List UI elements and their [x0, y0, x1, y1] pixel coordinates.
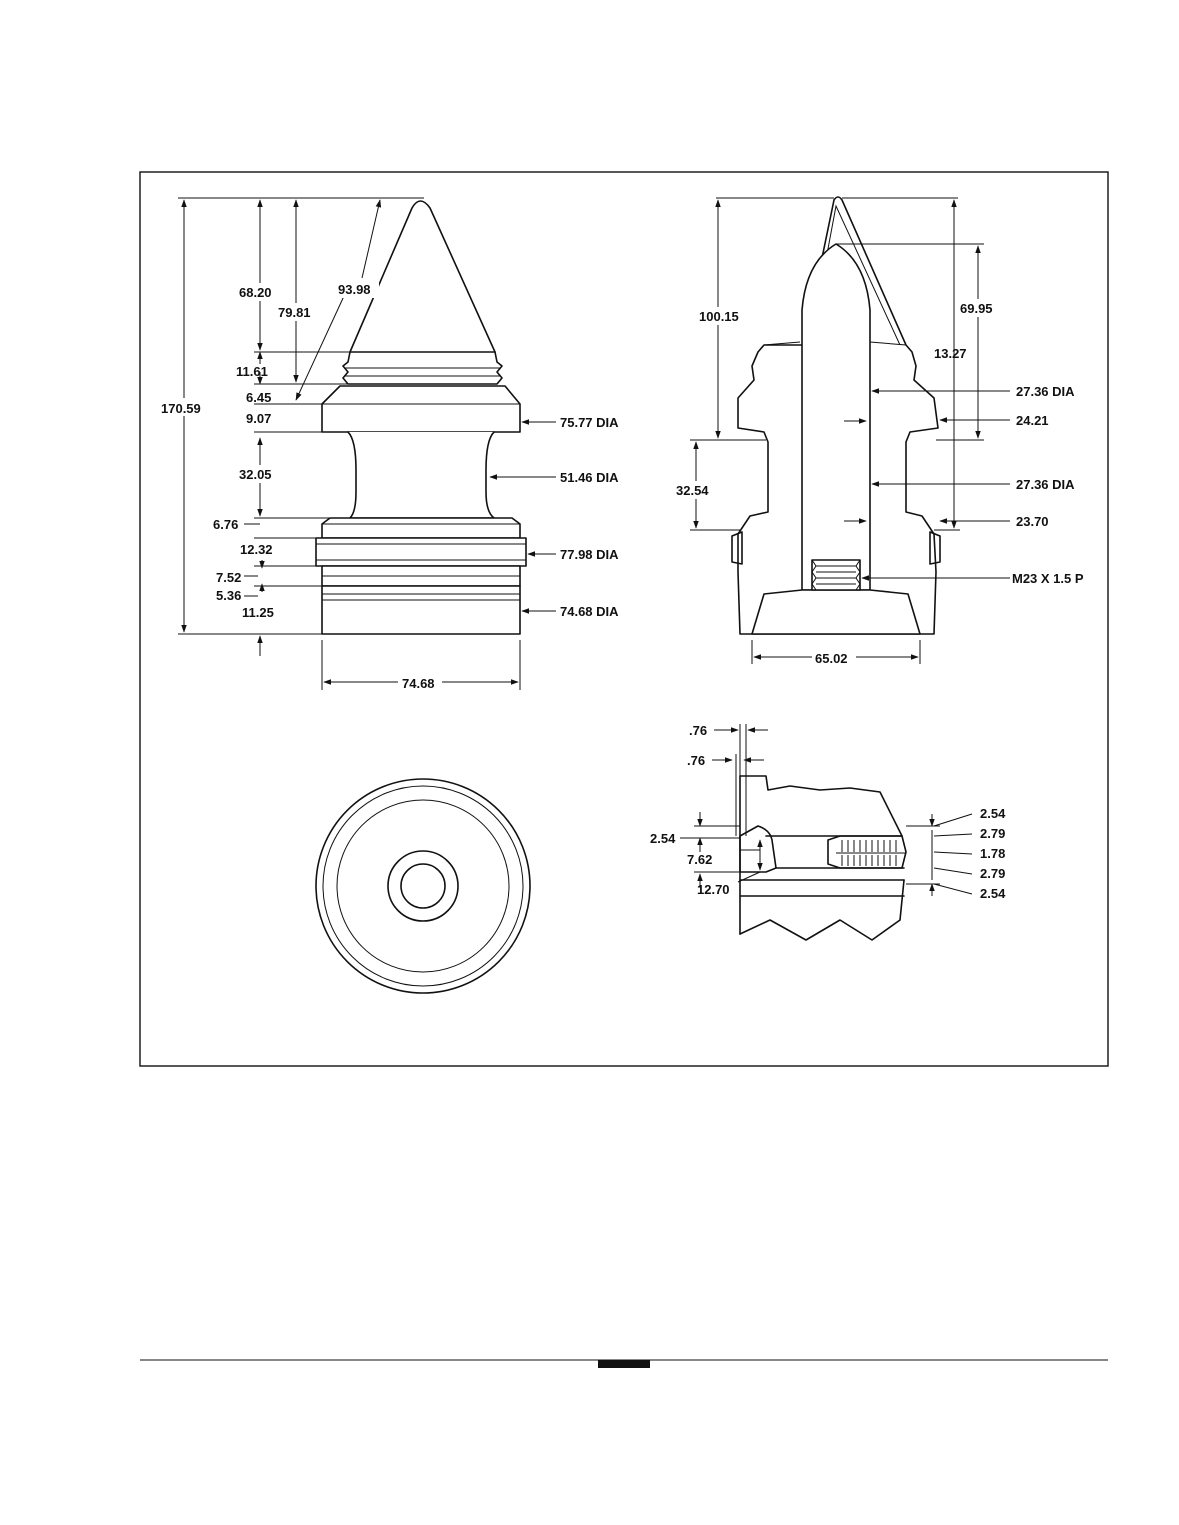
- dim-base-band-2: 11.25: [242, 605, 274, 620]
- dim-left-height: 7.62: [687, 852, 712, 867]
- section-view-thread: [811, 559, 861, 591]
- dim-right-2: 2.79: [980, 826, 1005, 841]
- side-view-neck: [347, 431, 495, 519]
- dim-left-step: 2.54: [650, 831, 676, 846]
- dim-right-5: 2.54: [980, 886, 1006, 901]
- dim-collar-dia: 75.77 DIA: [560, 415, 619, 430]
- dim-right-3: 1.78: [980, 846, 1005, 861]
- dim-groove-2: 5.36: [216, 588, 241, 603]
- dim-right-4: 2.79: [980, 866, 1005, 881]
- dim-line-93-98-upper: [361, 199, 382, 279]
- detail-view-outline: [739, 775, 903, 837]
- dim-collar-ring-2: 6.45: [246, 390, 271, 405]
- detail-view: .76 .76 2.54 7.62 12.70 2.54 2.79 1.78 2…: [650, 723, 1006, 941]
- dim-neck-length: 32.05: [239, 467, 272, 482]
- dim-right-1: 2.54: [980, 806, 1006, 821]
- footer-page-tab: [598, 1360, 650, 1368]
- dim-collar-flange: 9.07: [246, 411, 271, 426]
- dim-overall-height: 170.59: [161, 401, 201, 416]
- section-view-inner-core: [801, 243, 871, 591]
- dim-inner-height: 69.95: [960, 301, 993, 316]
- dim-bore-dia-lower: 27.36 DIA: [1016, 477, 1075, 492]
- side-view-base: [321, 585, 521, 635]
- side-view: 170.59 68.20 79.81 93.98 11.61 6.45 9.07…: [158, 197, 619, 692]
- dim-left-depth: 12.70: [697, 882, 730, 897]
- dim-base-band-1: 12.32: [240, 542, 273, 557]
- end-view-bore-outer: [387, 850, 459, 922]
- end-view: [315, 778, 531, 994]
- side-view-base-band: [315, 537, 527, 567]
- dim-bore-depth-upper: 24.21: [1016, 413, 1049, 428]
- dim-slant-length: 93.98: [338, 282, 371, 297]
- dim-base-dia-large: 77.98 DIA: [560, 547, 619, 562]
- side-view-base-step: [321, 517, 521, 539]
- dim-bore-depth-lower: 23.70: [1016, 514, 1049, 529]
- dim-base-dia-small: 74.68 DIA: [560, 604, 619, 619]
- dim-collar-ring-1: 11.61: [236, 364, 268, 379]
- dim-base-step: 6.76: [213, 517, 238, 532]
- dim-tip-to-collar-top: 68.20: [239, 285, 272, 300]
- side-view-collar: [321, 385, 521, 433]
- end-view-bore-inner: [400, 863, 446, 909]
- dim-groove-1: 7.52: [216, 570, 241, 585]
- dim-gap-top: .76: [689, 723, 707, 738]
- dim-section-neck-length: 32.54: [676, 483, 709, 498]
- dim-bore-dia-upper: 27.36 DIA: [1016, 384, 1075, 399]
- drawing-frame: [139, 171, 1109, 1067]
- dim-tip-to-collar-mid: 79.81: [278, 305, 311, 320]
- dim-upper-height: 100.15: [699, 309, 739, 324]
- dim-section-base-width: 65.02: [815, 651, 848, 666]
- dim-gap-bottom: .76: [687, 753, 705, 768]
- end-view-mid-circle: [336, 799, 510, 973]
- dim-wall-offset: 13.27: [934, 346, 967, 361]
- dim-line-93-98-lower: [295, 295, 345, 401]
- end-view-outer-circle: [315, 778, 531, 994]
- dim-neck-dia: 51.46 DIA: [560, 470, 619, 485]
- dim-base-width: 74.68: [402, 676, 435, 691]
- section-view: 100.15 69.95 13.27 27.36 DIA 24.21 32.54…: [674, 196, 1084, 667]
- section-view-base: [751, 589, 921, 635]
- dim-thread: M23 X 1.5 P: [1012, 571, 1084, 586]
- side-view-cone: [349, 200, 496, 353]
